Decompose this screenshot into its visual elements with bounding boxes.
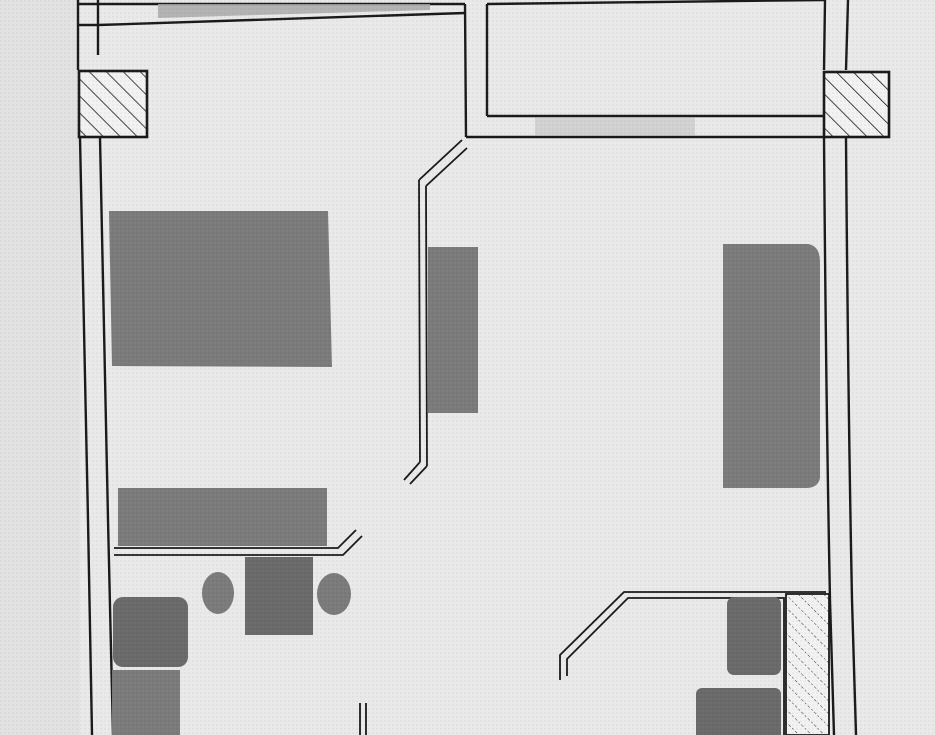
sofa bbox=[723, 244, 820, 488]
balcony-window bbox=[535, 117, 695, 136]
chair-right bbox=[317, 573, 351, 615]
ventilation-shaft bbox=[785, 593, 830, 735]
bed bbox=[109, 211, 332, 367]
paper-shadow bbox=[0, 0, 80, 735]
bathroom-sink bbox=[727, 597, 781, 675]
kitchen-cabinet bbox=[112, 670, 180, 735]
bathtub bbox=[696, 688, 781, 735]
dining-table bbox=[245, 557, 313, 635]
column-right bbox=[822, 70, 891, 139]
fridge bbox=[113, 597, 188, 667]
column-left bbox=[77, 69, 149, 139]
kitchen-counter bbox=[118, 488, 327, 546]
partition-line-b bbox=[425, 185, 428, 467]
balcony-wall-left-outer bbox=[463, 3, 468, 138]
chair-left bbox=[202, 572, 234, 614]
partition-line-a bbox=[418, 179, 421, 463]
wardrobe bbox=[428, 247, 478, 413]
